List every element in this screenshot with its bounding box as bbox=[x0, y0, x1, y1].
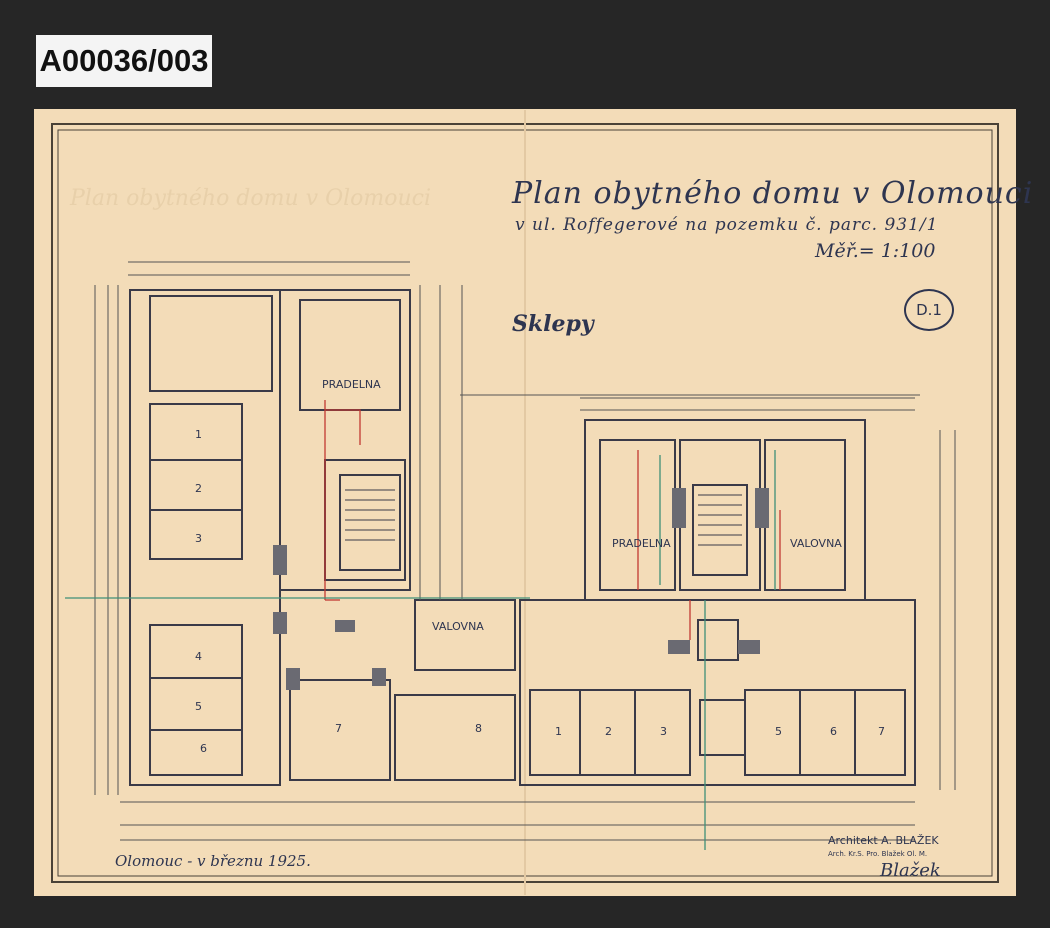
architect-signature: Blažek bbox=[880, 860, 941, 881]
drawing-subtitle: v ul. Roffegerové na pozemku č. parc. 93… bbox=[515, 215, 939, 235]
floor-name: Sklepy bbox=[512, 311, 594, 337]
architect-stamp: Architekt A. BLAŽEK bbox=[828, 834, 939, 847]
room-label-valovna-right: VALOVNA bbox=[790, 537, 842, 550]
place-and-date: Olomouc - v březnu 1925. bbox=[115, 852, 311, 870]
room-number: 1 bbox=[195, 428, 202, 441]
room-number: 8 bbox=[475, 722, 482, 735]
archive-label: A00036/003 bbox=[36, 35, 212, 87]
drawing-title: Plan obytného domu v Olomouci bbox=[512, 176, 1034, 211]
room-label-valovna-mid: VALOVNA bbox=[432, 620, 484, 633]
sheet-number-badge: D.1 bbox=[904, 289, 954, 331]
room-number: 3 bbox=[195, 532, 202, 545]
drawing-scale: Měř.= 1:100 bbox=[815, 240, 936, 262]
svg-text:Plan obytného domu v Olomouci: Plan obytného domu v Olomouci bbox=[69, 186, 431, 211]
room-number: 5 bbox=[195, 700, 202, 713]
architect-stamp-detail: Arch. Kr.S. Pro. Blažek Ol. M. bbox=[828, 850, 928, 858]
room-number: 5 bbox=[775, 725, 782, 738]
room-number: 1 bbox=[555, 725, 562, 738]
room-number: 6 bbox=[830, 725, 837, 738]
room-label-pradelna-left: PRADELNA bbox=[322, 378, 381, 391]
room-label-pradelna-right: PRADELNA bbox=[612, 537, 671, 550]
room-number: 2 bbox=[195, 482, 202, 495]
room-number: 3 bbox=[660, 725, 667, 738]
room-number: 7 bbox=[878, 725, 885, 738]
room-number: 6 bbox=[200, 742, 207, 755]
room-number: 7 bbox=[335, 722, 342, 735]
room-number: 2 bbox=[605, 725, 612, 738]
room-number: 4 bbox=[195, 650, 202, 663]
